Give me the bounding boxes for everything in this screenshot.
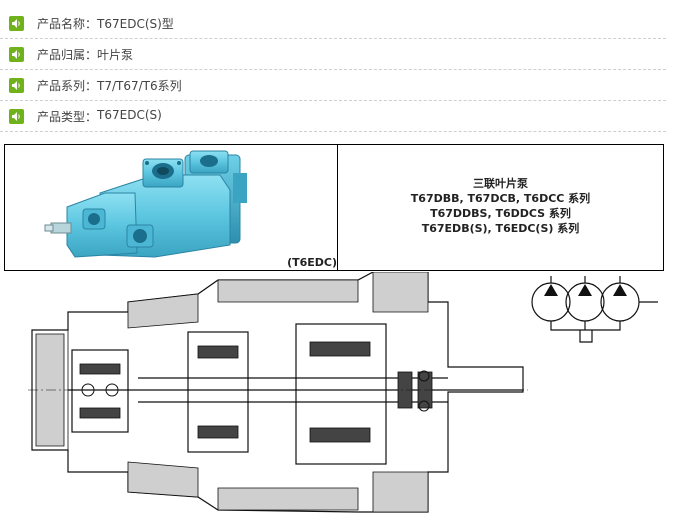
speaker-icon[interactable]: [9, 46, 24, 62]
series-line: T67EDB(S), T6EDC(S) 系列: [421, 221, 580, 235]
pump-photo: [44, 150, 247, 258]
product-photo-cell: (T6EDC): [5, 145, 338, 270]
product-description: 三联叶片泵 T67DBB, T67DCB, T6DCC 系列 T67DDBS, …: [338, 145, 663, 270]
info-text: 产品名称： T67EDC(S)型: [37, 15, 174, 32]
info-label: 产品归属：: [37, 47, 98, 62]
hydraulic-symbol: [531, 276, 658, 343]
info-value: T67EDC(S): [97, 107, 162, 122]
info-text: 产品类型： T67EDC(S): [37, 108, 162, 125]
info-row-series: 产品系列： T7/T67/T6系列: [0, 70, 666, 101]
photo-caption: (T6EDC): [287, 256, 337, 269]
info-label: 产品系列：: [37, 78, 98, 93]
info-text: 产品归属： 叶片泵: [37, 46, 133, 63]
speaker-icon[interactable]: [9, 15, 24, 31]
info-label: 产品名称：: [37, 16, 98, 31]
series-line: T67DBB, T67DCB, T6DCC 系列: [410, 191, 591, 205]
speaker-icon[interactable]: [9, 77, 24, 93]
info-label: 产品类型：: [37, 109, 98, 124]
sectional-drawing: [28, 272, 528, 513]
info-row-name: 产品名称： T67EDC(S)型: [0, 8, 666, 39]
info-value: T7/T67/T6系列: [97, 78, 182, 93]
info-value: T67EDC(S)型: [97, 16, 174, 31]
info-text: 产品系列： T7/T67/T6系列: [37, 77, 182, 94]
product-title: 三联叶片泵: [473, 176, 528, 190]
series-line: T67DDBS, T6DDCS 系列: [430, 206, 571, 220]
product-table: (T6EDC) 三联叶片泵 T67DBB, T67DCB, T6DCC 系列 T…: [4, 144, 664, 271]
speaker-icon[interactable]: [9, 108, 24, 124]
info-row-category: 产品归属： 叶片泵: [0, 39, 666, 70]
info-value: 叶片泵: [97, 47, 134, 62]
product-info-list: 产品名称： T67EDC(S)型 产品归属： 叶片泵 产品系列： T7/T67/…: [0, 8, 666, 132]
info-row-type: 产品类型： T67EDC(S): [0, 101, 666, 132]
